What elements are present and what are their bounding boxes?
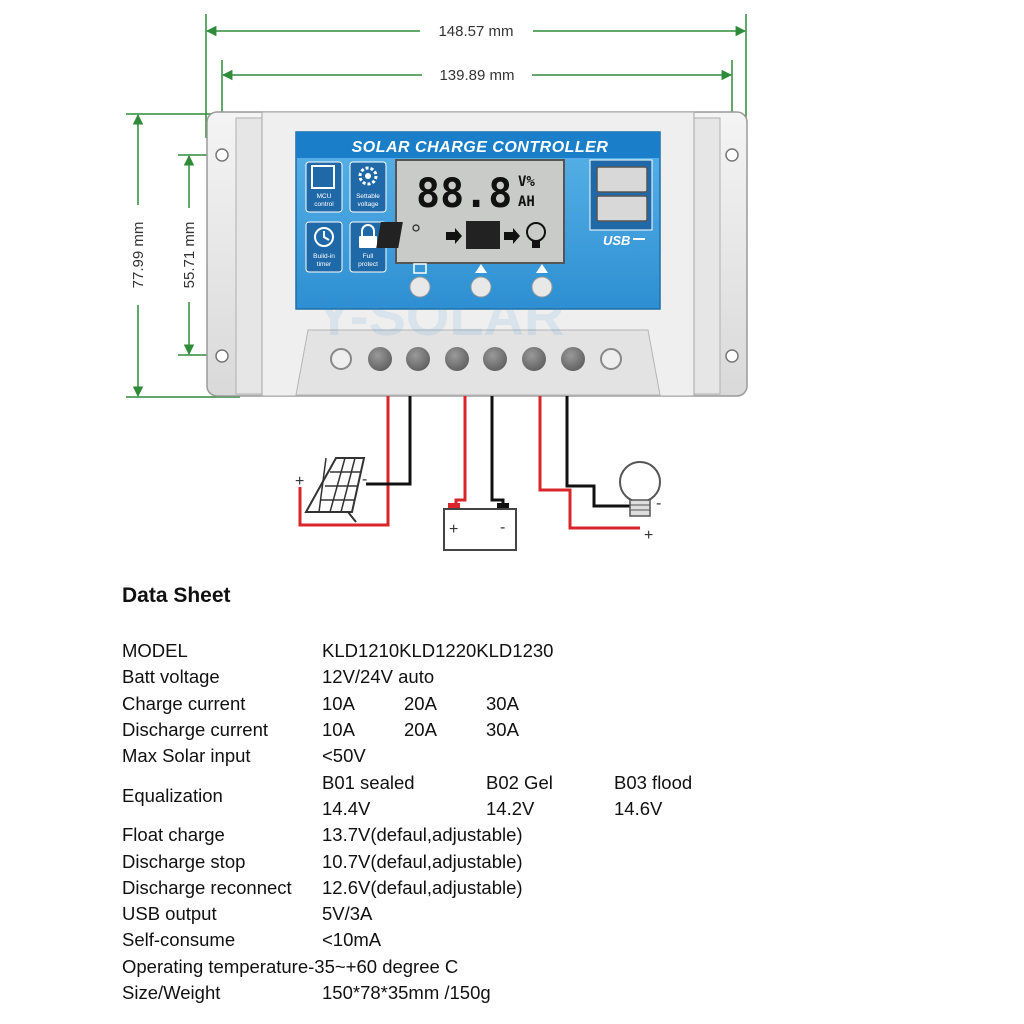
mount-hole-top-right [725,148,739,162]
terminal-row [330,347,622,371]
table-row: Max Solar input <50V [122,745,366,767]
lcd-arrow-icon-2 [504,228,520,244]
terminal-4 [483,347,507,371]
terminal-6 [561,347,585,371]
usb-label: USB [603,233,630,248]
watermark: Y-SOLAR [316,284,565,347]
battery-minus-sign: - [500,519,505,536]
terminal-1 [368,347,392,371]
svg-text:voltage: voltage [358,201,379,208]
lcd-battery-icon [466,221,500,249]
table-row: Discharge current 10A 20A 30A [122,719,519,741]
panel-button-down-timer[interactable] [531,264,553,298]
svg-text:Full: Full [363,253,374,260]
table-row: Operating temperature-35~+60 degree C [122,955,459,977]
lamp-icon [619,461,661,517]
dimension-total-width: 148.57 mm [205,14,747,138]
mount-hole-bottom-left [215,349,229,363]
spec-table: MODEL KLD1210KLD1220KLD1230 Batt voltage… [122,638,692,1006]
lamp-minus-sign: - [656,495,661,512]
lcd-digits: 88.8 [416,171,512,217]
lcd-lamp-icon [526,222,546,248]
total-height-label: 77.99 mm [130,222,147,289]
lcd-unit-bottom: AH [518,194,535,210]
datasheet-title: Data Sheet [122,584,231,607]
usb-port-1 [596,166,648,193]
battery-icon [443,503,517,551]
terminal-screw-right [600,348,622,370]
terminal-screw-left [330,348,352,370]
table-row: USB output 5V/3A [122,903,373,925]
lock-icon [359,224,377,248]
lcd-solar-icon [376,222,420,248]
table-row: Discharge reconnect 12.6V(defaul,adjusta… [122,876,523,898]
solar-minus-sign: - [362,471,367,488]
table-row: Float charge 13.7V(defaul,adjustable) [122,824,523,846]
dimension-panel-height: 55.71 mm [178,154,216,356]
feature-timer: Build-in timer [305,221,343,273]
clock-icon [314,227,334,247]
chip-icon [311,165,335,189]
table-row: Self-consume <10mA [122,929,382,951]
svg-text:MCU: MCU [317,193,332,200]
lcd-arrow-icon [446,228,462,244]
svg-text:Build-in: Build-in [313,253,335,260]
usb-port-2 [596,195,648,222]
feature-protect: Full protect [349,221,387,273]
lamp-plus-sign: + [644,527,653,544]
lcd-unit-top: V% [518,174,535,190]
table-row: 14.4V 14.2V 14.6V [322,797,663,819]
panel-button-up[interactable] [470,264,492,298]
mount-hole-bottom-right [725,349,739,363]
svg-text:protect: protect [358,261,378,268]
panel-title: SOLAR CHARGE CONTROLLER [352,139,609,156]
svg-text:timer: timer [317,261,332,268]
table-row: Equalization B01 sealed B02 Gel B03 floo… [122,771,693,806]
feature-mcu: MCU control [305,161,343,213]
hole-width-label: 139.89 mm [439,67,514,84]
gear-icon [358,166,378,186]
dimension-total-height: 77.99 mm [126,113,240,398]
battery-plus-sign: + [449,521,458,538]
table-row: Batt voltage 12V/24V auto [122,666,435,688]
controller-diagram: 148.57 mm 139.89 mm 77.99 mm 55.71 mm [126,14,748,551]
panel-height-label: 55.71 mm [181,222,198,289]
solar-panel-icon [304,457,366,523]
table-row: MODEL KLD1210KLD1220KLD1230 [122,640,554,662]
front-panel: SOLAR CHARGE CONTROLLER MCU control Sett… [295,131,661,310]
svg-text:control: control [314,201,334,208]
table-row: Discharge stop 10.7V(defaul,adjustable) [122,850,523,872]
feature-settable-voltage: Settable voltage [349,161,387,213]
usb-module: USB [589,159,653,248]
terminal-5 [522,347,546,371]
terminal-2 [406,347,430,371]
table-row: Charge current 10A 20A 30A [122,692,519,714]
panel-button-menu[interactable] [409,263,431,298]
solar-plus-sign: + [295,473,304,490]
total-width-label: 148.57 mm [438,23,513,40]
svg-text:Settable: Settable [356,193,380,200]
mount-hole-top-left [215,148,229,162]
dimension-hole-width: 139.89 mm [221,60,733,148]
table-row: Size/Weight 150*78*35mm /150g [122,982,491,1003]
terminal-3 [445,347,469,371]
lcd-display: 88.8 V% AH [376,159,565,264]
